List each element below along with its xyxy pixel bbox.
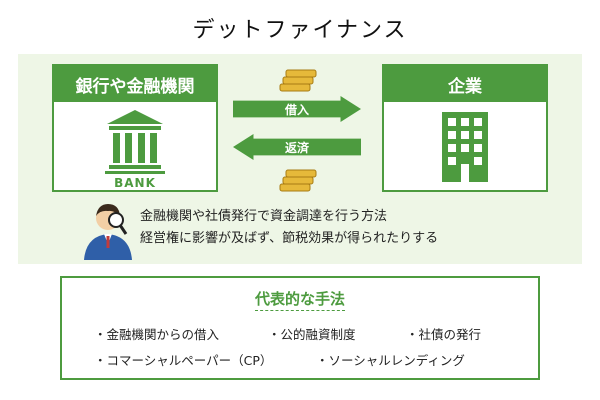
repay-label: 返済	[284, 140, 309, 155]
description-line: 金融機関や社債発行で資金調達を行う方法	[140, 209, 388, 224]
methods-title: 代表的な手法	[62, 288, 538, 311]
method-item: ・社債の発行	[406, 327, 482, 342]
borrow-label: 借入	[284, 102, 309, 117]
bank-box-header: 銀行や金融機関	[54, 66, 216, 102]
methods-box: 代表的な手法 ・金融機関からの借入 ・公的融資制度 ・社債の発行 ・コマーシャル…	[60, 276, 540, 380]
money-stack-icon	[279, 169, 317, 192]
description: 金融機関や社債発行で資金調達を行う方法 経営権に影響が及ばず、節税効果が得られた…	[140, 206, 560, 250]
bank-building-icon	[105, 110, 165, 174]
company-box: 企業	[382, 64, 548, 192]
office-building-icon	[442, 112, 488, 182]
method-item: ・ソーシャルレンディング	[316, 353, 465, 368]
person-magnifier-icon	[84, 204, 132, 260]
company-box-header: 企業	[384, 66, 546, 102]
method-item: ・公的融資制度	[268, 327, 356, 342]
method-item: ・コマーシャルペーパー（CP）	[94, 353, 273, 368]
description-line: 経営権に影響が及ばず、節税効果が得られたりする	[140, 231, 439, 246]
method-item: ・金融機関からの借入	[94, 327, 220, 342]
money-stack-icon	[279, 69, 317, 92]
page-title: デットファイナンス	[192, 18, 408, 43]
bank-box: 銀行や金融機関 BANK	[52, 64, 218, 192]
methods-title-text: 代表的な手法	[254, 290, 345, 311]
bank-label: BANK	[114, 176, 156, 190]
